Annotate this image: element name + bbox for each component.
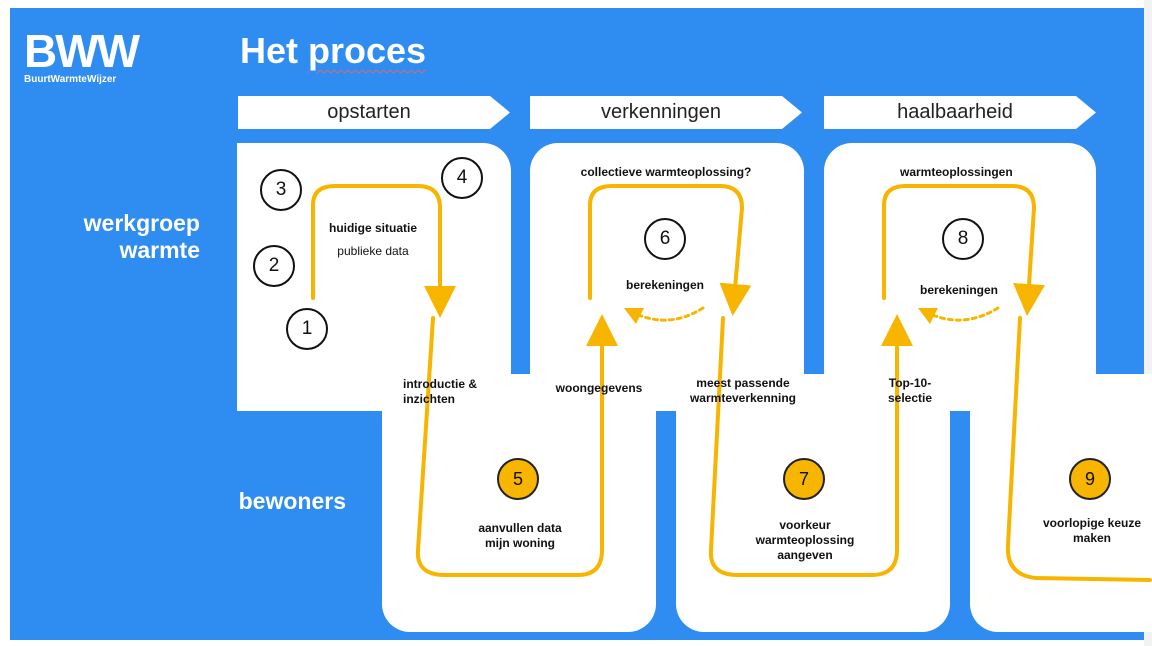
title-prefix: Het [240, 30, 309, 71]
step-2-circle: 2 [253, 245, 295, 287]
label-collectieve: collectieve warmteoplossing? [580, 165, 752, 179]
label-voorlopige-keuze: voorlopige keuze maken [1042, 516, 1142, 545]
label-top10: Top-10- selectie [887, 376, 933, 405]
phase-label-opstarten: opstarten [327, 101, 411, 123]
bww-logo: BWW BuurtWarmteWijzer [24, 25, 140, 86]
title-word: proces [308, 30, 427, 71]
step-6-circle: 6 [644, 218, 686, 260]
card-bewoners-haalbaarheid [970, 374, 1152, 632]
label-voorkeur: voorkeur warmteoplossing aangeven [755, 518, 855, 562]
step-1-circle: 1 [286, 308, 328, 350]
arrow-loop-5 [415, 314, 618, 577]
arrow-loop-8 [882, 184, 1046, 316]
arrow-loop-9 [1005, 316, 1152, 582]
arrow-loop-6 [588, 184, 752, 316]
phase-label-verkenningen: verkenningen [600, 101, 722, 123]
label-berekeningen-6: berekeningen [625, 278, 705, 292]
logo-subtitle: BuurtWarmteWijzer [24, 74, 117, 85]
step-8-circle: 8 [942, 218, 984, 260]
label-woongegevens: woongegevens [555, 381, 643, 395]
arrow-dotted-6 [623, 306, 705, 325]
row-label-werkgroep: werkgroep warmte [83, 210, 200, 263]
label-publieke-data: publieke data [337, 244, 409, 258]
step-5-circle: 5 [497, 458, 539, 500]
row-label-bewoners: bewoners [238, 488, 346, 514]
logo-mark: BWW [24, 25, 140, 77]
page-title: Het proces [240, 30, 426, 72]
step-3-circle: 3 [260, 169, 302, 211]
slide-edge [1144, 0, 1152, 646]
phase-label-haalbaarheid: haalbaarheid [897, 101, 1013, 123]
phase-arrow-shape [530, 96, 802, 129]
label-introductie: introductie & inzichten [403, 377, 477, 406]
label-warmteoplossingen: warmteoplossingen [900, 165, 1013, 179]
step-9-circle: 9 [1069, 458, 1111, 500]
phase-arrow-shape [824, 96, 1096, 129]
label-berekeningen-8: berekeningen [919, 283, 999, 297]
arrow-loop-7 [708, 314, 913, 577]
label-aanvullen-data: aanvullen data mijn woning [478, 521, 562, 550]
phase-arrow-shape [238, 96, 510, 129]
card-bewoners-verkenningen [676, 374, 950, 632]
arrow-dotted-8 [917, 306, 1000, 325]
step-4-circle: 4 [441, 157, 483, 199]
arrow-loop-opstarten [311, 184, 456, 318]
step-7-circle: 7 [783, 458, 825, 500]
label-huidige-situatie: huidige situatie [328, 221, 417, 235]
label-meest-passende: meest passende warmteverkenning [689, 376, 797, 405]
